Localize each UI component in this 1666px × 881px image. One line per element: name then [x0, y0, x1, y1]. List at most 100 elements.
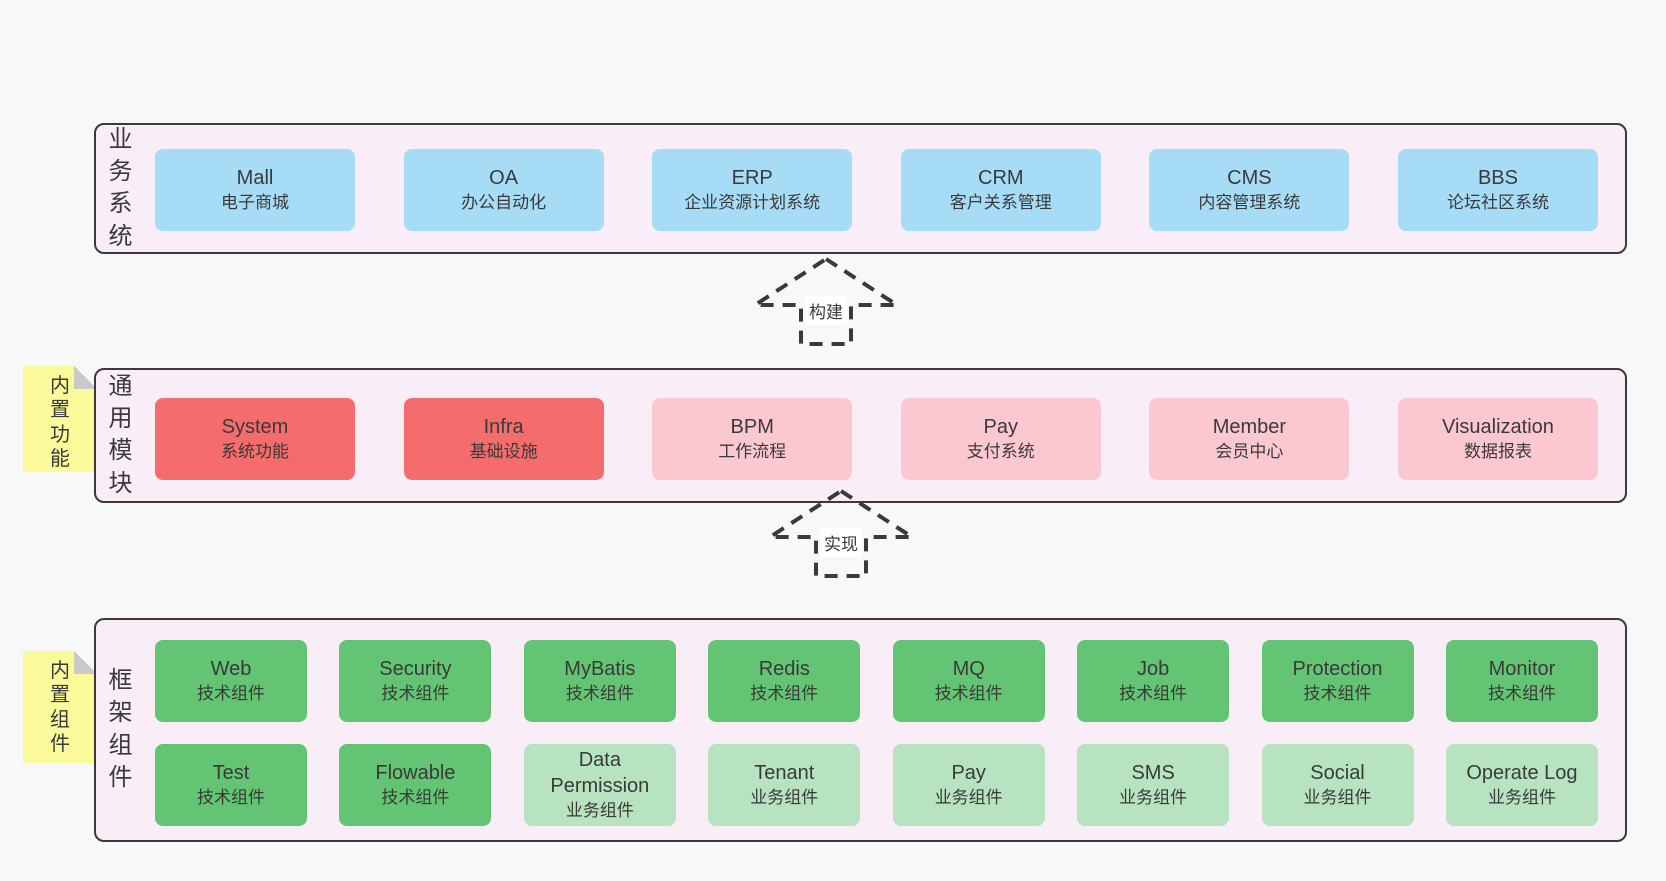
box-protection: Protection 技术组件 [1261, 640, 1414, 722]
box-social: Social 业务组件 [1261, 744, 1414, 826]
section-framework-components: 框架组件 Web 技术组件 Security 技术组件 MyBatis 技术组件… [94, 618, 1627, 842]
box-redis: Redis 技术组件 [708, 640, 861, 722]
box-mq: MQ 技术组件 [892, 640, 1045, 722]
box-name: Mall [236, 166, 274, 189]
box-flowable: Flowable 技术组件 [339, 744, 492, 826]
framework-row-1: Web 技术组件 Security 技术组件 MyBatis 技术组件 Redi… [155, 640, 1598, 722]
box-desc: 基础设施 [469, 441, 538, 461]
arrow-implement: 实现 [766, 488, 916, 580]
box-desc: 业务组件 [1303, 787, 1372, 807]
dashed-up-arrow-icon [751, 256, 901, 346]
box-desc: 技术组件 [381, 683, 450, 703]
box-operate-log: Operate Log 业务组件 [1445, 744, 1598, 826]
box-system: System 系统功能 [155, 398, 355, 480]
box-pay-biz: Pay 业务组件 [892, 744, 1045, 826]
box-desc: 技术组件 [1303, 683, 1372, 703]
box-visualization: Visualization 数据报表 [1397, 398, 1598, 480]
box-erp: ERP 企业资源计划系统 [652, 149, 853, 231]
box-monitor: Monitor 技术组件 [1445, 640, 1598, 722]
box-name: Job [1136, 657, 1170, 680]
box-name: Visualization [1442, 415, 1554, 438]
box-name: Data Permission [550, 748, 650, 797]
note-built-in-components: 内置组件 [23, 651, 97, 763]
section-business-systems: 业务系统 Mall 电子商城 OA 办公自动化 ERP 企业资源计划系统 CRM… [94, 123, 1627, 254]
section-label-business-systems: 业务系统 [108, 125, 133, 250]
box-desc: 电子商城 [221, 192, 289, 212]
business-row: Mall 电子商城 OA 办公自动化 ERP 企业资源计划系统 CRM 客户关系… [155, 149, 1598, 231]
box-desc: 技术组件 [381, 787, 450, 807]
box-desc: 内容管理系统 [1198, 192, 1301, 212]
box-name: Infra [483, 415, 524, 438]
box-desc: 业务组件 [750, 787, 819, 807]
box-name: System [221, 415, 289, 438]
box-bbs: BBS 论坛社区系统 [1397, 149, 1598, 231]
note-text: 内置组件 [50, 660, 70, 756]
box-name: Member [1212, 415, 1287, 438]
box-desc: 办公自动化 [461, 192, 547, 212]
folded-corner-icon [74, 366, 97, 389]
box-desc: 业务组件 [1119, 787, 1188, 807]
box-name: Redis [758, 657, 810, 680]
arrow-build: 构建 [751, 256, 901, 348]
box-desc: 客户关系管理 [949, 192, 1052, 212]
box-mall: Mall 电子商城 [155, 149, 355, 231]
box-infra: Infra 基础设施 [403, 398, 604, 480]
arrow-implement-label: 实现 [820, 528, 862, 557]
box-name: Protection [1292, 657, 1383, 680]
modules-row: System 系统功能 Infra 基础设施 BPM 工作流程 Pay 支付系统… [155, 398, 1598, 480]
box-name: BBS [1477, 166, 1518, 189]
note-text: 内置功能 [50, 375, 70, 471]
box-cms: CMS 内容管理系统 [1149, 149, 1350, 231]
box-desc: 技术组件 [750, 683, 819, 703]
box-sms: SMS 业务组件 [1077, 744, 1230, 826]
box-name: Pay [983, 415, 1019, 438]
box-desc: 技术组件 [934, 683, 1003, 703]
box-crm: CRM 客户关系管理 [900, 149, 1101, 231]
box-desc: 技术组件 [1119, 683, 1188, 703]
box-desc: 论坛社区系统 [1446, 192, 1549, 212]
box-name: Operate Log [1466, 761, 1578, 784]
folded-corner-icon [74, 651, 97, 674]
section-label-common-modules: 通用模块 [108, 372, 133, 497]
note-built-in-features: 内置功能 [23, 366, 97, 472]
box-member: Member 会员中心 [1149, 398, 1350, 480]
box-oa: OA 办公自动化 [403, 149, 604, 231]
section-common-modules: 通用模块 System 系统功能 Infra 基础设施 BPM 工作流程 Pay… [94, 368, 1627, 503]
box-name: MyBatis [564, 657, 636, 680]
box-name: BPM [730, 415, 774, 438]
dashed-up-arrow-icon [766, 488, 916, 578]
box-desc: 业务组件 [1487, 787, 1556, 807]
box-job: Job 技术组件 [1077, 640, 1230, 722]
box-name: MQ [952, 657, 985, 680]
box-desc: 业务组件 [934, 787, 1003, 807]
box-name: Tenant [754, 761, 815, 784]
box-name: CMS [1227, 166, 1272, 189]
box-name: Test [212, 761, 250, 784]
box-name: Flowable [375, 761, 456, 784]
box-desc: 支付系统 [966, 441, 1035, 461]
box-name: CRM [978, 166, 1024, 189]
box-test: Test 技术组件 [155, 744, 307, 826]
box-web: Web 技术组件 [155, 640, 307, 722]
box-name: SMS [1131, 761, 1175, 784]
box-desc: 会员中心 [1215, 441, 1284, 461]
box-desc: 系统功能 [221, 441, 289, 461]
box-name: Pay [951, 761, 986, 784]
box-mybatis: MyBatis 技术组件 [523, 640, 676, 722]
framework-row-2: Test 技术组件 Flowable 技术组件 Data Permission … [155, 744, 1598, 826]
box-bpm: BPM 工作流程 [652, 398, 853, 480]
box-desc: 企业资源计划系统 [684, 192, 821, 212]
box-desc: 技术组件 [197, 787, 265, 807]
box-desc: 技术组件 [565, 683, 634, 703]
section-label-framework-components: 框架组件 [108, 667, 133, 792]
box-tenant: Tenant 业务组件 [708, 744, 861, 826]
box-security: Security 技术组件 [339, 640, 492, 722]
box-name: Web [210, 657, 252, 680]
box-name: Security [379, 657, 452, 680]
box-desc: 技术组件 [1487, 683, 1556, 703]
box-desc: 技术组件 [197, 683, 265, 703]
box-desc: 数据报表 [1463, 441, 1532, 461]
box-pay: Pay 支付系统 [900, 398, 1101, 480]
box-desc: 工作流程 [718, 441, 787, 461]
